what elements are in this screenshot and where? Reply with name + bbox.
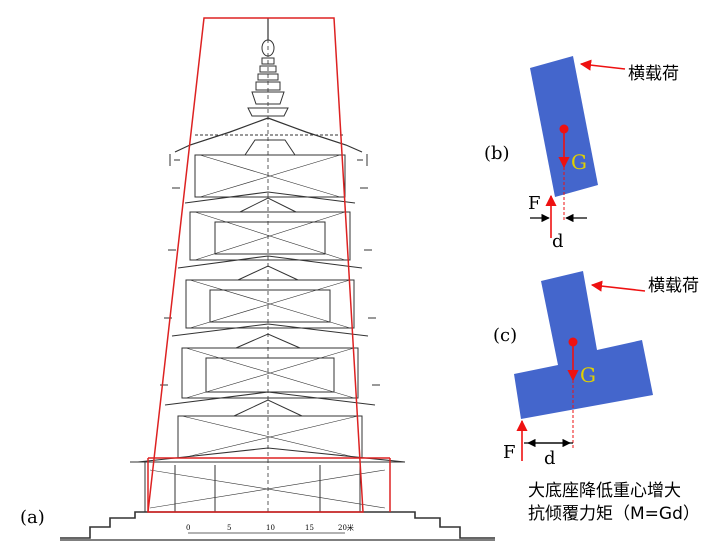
caption-line-1: 大底座降低重心增大 [528, 481, 681, 501]
panel-c: 横载荷 G F d (c) 大底座降低重心增大 抗倾覆力矩（M=Gd） [493, 271, 700, 524]
force-label-b: F [528, 193, 541, 214]
gravity-center-c [568, 337, 578, 347]
scale-label-5: 5 [227, 524, 231, 532]
load-label-c: 横载荷 [648, 276, 699, 296]
distance-label-b: d [552, 231, 564, 252]
red-trapezoid-outline [147, 17, 364, 513]
panel-a-label: (a) [20, 507, 45, 528]
panel-b: 横载荷 G F d (b) [484, 56, 679, 252]
block-with-base [514, 271, 653, 419]
panel-b-label: (b) [484, 143, 510, 164]
scale-label-15: 15 [305, 524, 314, 532]
load-label-b: 横载荷 [628, 64, 679, 84]
scale-label-0: 0 [186, 524, 190, 532]
scale-label-20: 20米 [338, 523, 354, 532]
scale-label-10: 10 [266, 524, 275, 532]
spire [247, 18, 289, 117]
force-label-c: F [503, 442, 516, 463]
distance-label-c: d [544, 448, 556, 469]
gravity-label-c: G [580, 363, 596, 387]
ground-steps [60, 511, 495, 539]
gravity-label-b: G [571, 150, 587, 174]
gravity-center-b [559, 124, 569, 134]
load-arrow-c [590, 280, 646, 292]
caption-line-2: 抗倾覆力矩（M=Gd） [528, 504, 700, 524]
panel-c-label: (c) [493, 325, 517, 346]
pagoda-drawing [60, 18, 495, 541]
load-arrow-b [579, 59, 626, 71]
